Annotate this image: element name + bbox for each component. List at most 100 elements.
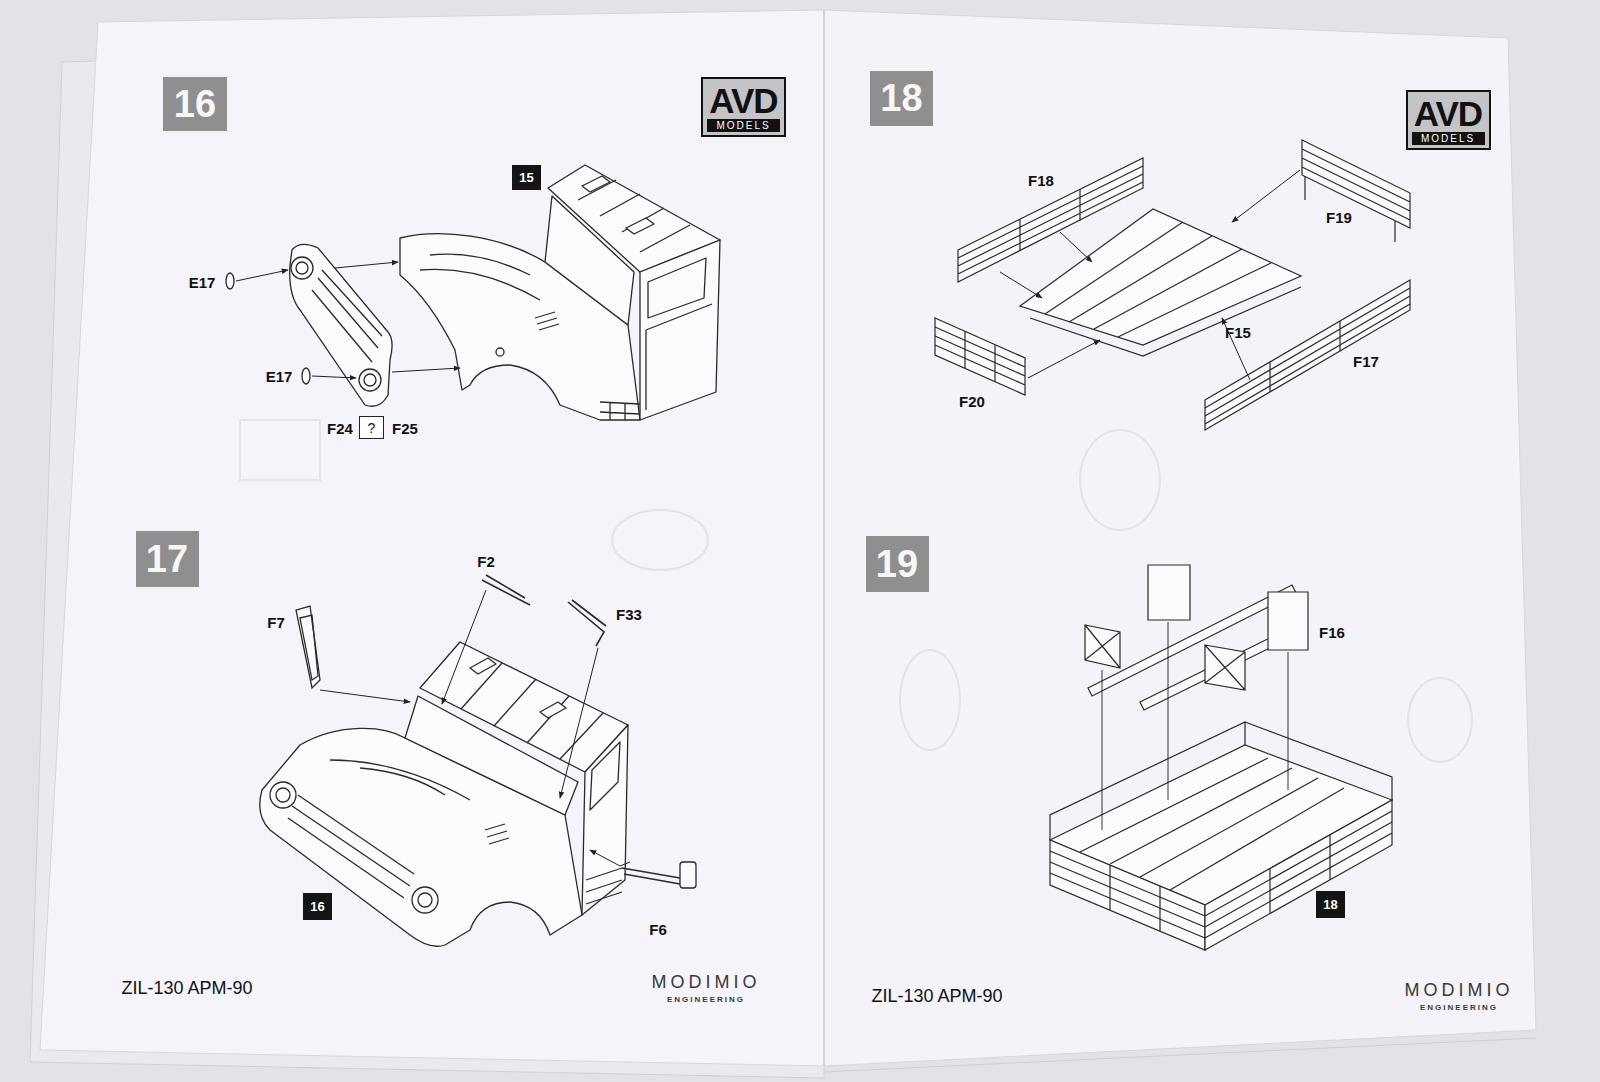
cab-drawing <box>405 696 578 815</box>
cab-drawing <box>485 824 509 844</box>
leader-line <box>1102 670 1103 830</box>
step-number: 17 <box>136 531 199 587</box>
bed-assembly <box>1050 811 1392 938</box>
box-text: 16 <box>174 83 216 126</box>
bed-floor <box>1045 222 1271 337</box>
box-text: 18 <box>1323 897 1337 912</box>
box-text: 18 <box>880 77 922 120</box>
assembly-arrow <box>1028 340 1100 378</box>
assembly-arrow <box>320 590 630 866</box>
assembly-arrow <box>236 270 288 281</box>
side-panel <box>1302 149 1410 242</box>
part-number: F20 <box>959 393 985 410</box>
cab-drawing <box>586 868 622 904</box>
reference-step: 15 <box>512 165 541 190</box>
bed-assembly <box>1050 722 1392 950</box>
box-text: 16 <box>310 899 324 914</box>
grille-part <box>290 244 392 406</box>
side-panel <box>1205 288 1410 424</box>
step-number: 18 <box>870 71 933 126</box>
paper-sheets <box>40 10 824 1066</box>
leader-line <box>1168 622 1169 800</box>
part-number: F6 <box>649 921 667 938</box>
part-number: F15 <box>1225 324 1251 341</box>
assembly-arrow <box>1060 232 1092 262</box>
cab-drawing <box>540 702 566 718</box>
cab-drawing <box>582 725 628 915</box>
bed-floor <box>1020 209 1301 356</box>
bleed-through <box>240 420 320 480</box>
bed-assembly <box>1050 722 1392 840</box>
box-text: 15 <box>519 170 533 185</box>
cab-drawing <box>648 258 706 318</box>
part-number: E17 <box>266 368 293 385</box>
brand-logo: AVDMODELS <box>701 77 786 137</box>
assembly-arrow <box>392 368 460 372</box>
step-number: 16 <box>163 77 227 131</box>
leader-line <box>1102 622 1288 830</box>
box-text: AVD <box>1414 96 1482 132</box>
cab-drawing <box>545 196 634 325</box>
grille-part <box>312 270 382 362</box>
cab-drawing <box>260 642 628 946</box>
paper-sheets <box>30 10 1536 1078</box>
box-text: 19 <box>876 543 918 586</box>
assembly-arrow <box>620 862 630 866</box>
grille-part <box>364 374 376 386</box>
assembly-arrow <box>1222 318 1250 380</box>
part-number: F19 <box>1326 209 1352 226</box>
grille-part <box>226 244 392 406</box>
cab-drawing <box>600 304 712 420</box>
frame-part <box>1085 625 1120 668</box>
cab-drawing <box>420 254 540 300</box>
assembly-arrow <box>320 690 410 702</box>
assembly-arrow <box>335 262 398 268</box>
brand-name: ENGINEERING <box>667 995 745 1004</box>
frame-part <box>1085 565 1308 710</box>
assembly-arrow <box>590 850 620 866</box>
assembly-arrow <box>312 376 356 378</box>
bleed-through <box>1408 678 1472 762</box>
side-panel <box>935 140 1410 430</box>
bleed-through <box>900 650 960 750</box>
leader-line <box>1288 652 1289 790</box>
bleed-through <box>612 510 708 570</box>
brand-name: MODIMIO <box>1405 980 1514 1001</box>
cab-drawing <box>496 348 504 356</box>
assembly-arrow <box>1232 170 1300 222</box>
mirror-part <box>622 868 680 884</box>
grille-part <box>226 273 234 289</box>
part-number: F2 <box>477 553 495 570</box>
model-name: ZIL-130 APM-90 <box>871 986 1002 1007</box>
mirror-part <box>296 606 696 888</box>
assembly-arrow <box>560 648 598 798</box>
grille-part <box>302 368 310 384</box>
cab-drawing <box>590 742 620 810</box>
cab-drawing <box>578 180 690 252</box>
mirror-part <box>300 615 318 680</box>
part-number: F25 <box>392 420 418 437</box>
assembly-arrow <box>1000 272 1042 298</box>
cab-drawing <box>330 760 470 800</box>
part-number: F7 <box>267 614 285 631</box>
box-text: AVD <box>709 83 777 119</box>
assembly-arrow <box>236 262 460 378</box>
part-number: F24 <box>327 420 353 437</box>
reference-step: 16 <box>303 893 332 920</box>
bleed-through <box>1080 430 1160 530</box>
brand-logo: AVDMODELS <box>1406 90 1491 150</box>
box-text: 17 <box>146 538 188 581</box>
cab-drawing <box>270 782 296 808</box>
option-box: ? <box>359 416 384 439</box>
mirror-part <box>296 606 320 688</box>
mirror-part <box>680 862 696 888</box>
part-number: E17 <box>189 274 216 291</box>
part-number: F33 <box>616 606 642 623</box>
assembly-arrow <box>442 590 486 704</box>
side-panel <box>935 327 1025 385</box>
cab-drawing <box>640 240 720 420</box>
part-number: F17 <box>1353 353 1379 370</box>
